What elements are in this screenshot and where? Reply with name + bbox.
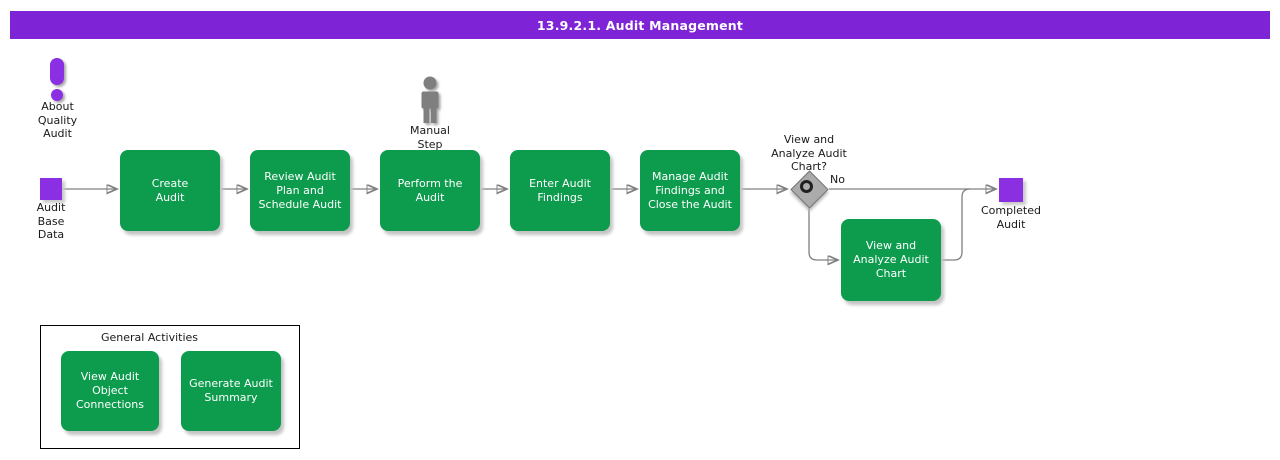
decision-gateway[interactable]: [782, 162, 836, 216]
end-event-completed-audit: [999, 178, 1023, 202]
decision-label: View and Analyze Audit Chart?: [771, 133, 847, 173]
page-title: 13.9.2.1. Audit Management: [10, 11, 1270, 39]
general-activities-title: General Activities: [101, 331, 199, 344]
task-manage-audit-findings[interactable]: Manage Audit Findings and Close the Audi…: [640, 150, 740, 231]
start-event-label: Audit Base Data: [36, 201, 66, 241]
task-perform-the-audit[interactable]: Perform the Audit: [380, 150, 480, 231]
task-review-audit-plan[interactable]: Review Audit Plan and Schedule Audit: [250, 150, 350, 231]
gateway-circle-icon: [799, 179, 813, 193]
end-event-label: Completed Audit: [981, 204, 1041, 231]
start-event-audit-base-data: [40, 178, 62, 200]
decision-no-label: No: [830, 173, 845, 186]
task-view-audit-object-connections[interactable]: View Audit Object Connections: [61, 351, 159, 431]
person-icon: [421, 76, 439, 123]
about-quality-audit-label: About Quality Audit: [37, 100, 78, 140]
task-enter-audit-findings[interactable]: Enter Audit Findings: [510, 150, 610, 231]
manual-step-icon: [417, 76, 443, 128]
task-view-analyze-audit-chart[interactable]: View and Analyze Audit Chart: [841, 219, 941, 301]
task-generate-audit-summary[interactable]: Generate Audit Summary: [181, 351, 281, 431]
manual-step-label: Manual Step: [410, 124, 450, 151]
general-activities-container: General Activities View Audit Object Con…: [40, 325, 300, 449]
exclamation-icon: [50, 58, 64, 101]
task-create-audit[interactable]: Create Audit: [120, 150, 220, 231]
about-quality-audit-icon[interactable]: [43, 58, 71, 106]
